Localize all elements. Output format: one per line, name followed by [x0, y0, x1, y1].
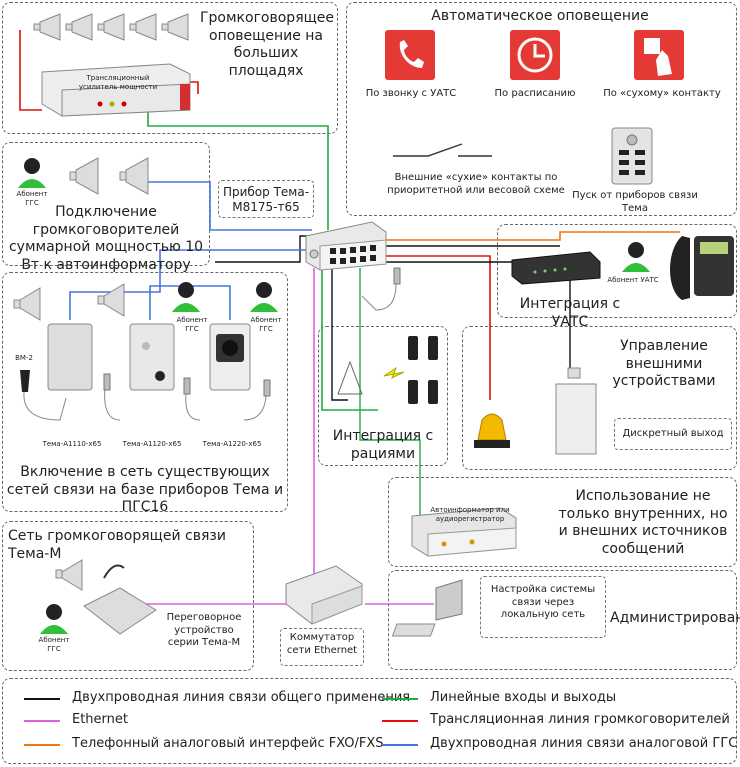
subscriber-label-1: Абонент ГГС: [16, 190, 48, 207]
switch-label-box: [280, 628, 364, 666]
ext-devices-title: Управление внешними устройствами: [612, 338, 716, 389]
tema-m-section: [2, 521, 254, 671]
pa-section: [2, 2, 338, 134]
loudspeakers-title: Подключение громкоговорителей суммарной …: [8, 204, 204, 273]
legend-line-1: [382, 698, 418, 700]
legend-label-1: Линейные входы и выходы: [430, 690, 617, 705]
switch-title: Коммутатор сети Ethernet: [286, 632, 358, 656]
radios-title: Интеграция с рациями: [332, 428, 434, 462]
device-title: Прибор Тема-М8175-т65: [222, 185, 310, 214]
uats-section: [497, 224, 737, 318]
legend-line-0: [24, 698, 60, 700]
amplifier-label: Трансляционный усилитель мощности: [78, 74, 158, 91]
sources-title: Использование не только внутренних, но и…: [558, 488, 728, 557]
pa-large-title: Громкоговорящее оповещение на больших пл…: [200, 10, 335, 79]
legend-label-5: Двухпроводная линия связи аналоговой ГГС: [430, 736, 738, 751]
console-label: Переговорное устройство серии Тема-М: [166, 612, 242, 648]
existing-sub2-label: Абонент ГГС: [250, 316, 282, 333]
existing-sub1-label: Абонент ГГС: [176, 316, 208, 333]
legend-line-2: [24, 720, 60, 722]
avatar-icons: [18, 158, 650, 634]
tema-m-title: Сеть громкоговорящей связи Тема-М: [8, 528, 226, 562]
uats-title: Интеграция с УАТС: [519, 296, 621, 330]
legend-line-5: [382, 744, 418, 746]
sources-section: [388, 477, 737, 567]
legend-label-2: Ethernet: [72, 712, 128, 727]
ext-devices-section: [462, 326, 737, 470]
lan-box: [480, 576, 606, 638]
admin-title: Администрирование: [610, 610, 740, 626]
legend-section: [2, 678, 737, 764]
discrete-output-label: Дискретный выход: [622, 428, 724, 439]
bm-label: ВМ-2: [15, 354, 33, 362]
tema-m-subscriber-label: Абонент ГГС: [38, 636, 70, 653]
auto-notify-section: [346, 2, 737, 216]
start-from-label: Пуск от приборов связи Тема: [572, 190, 698, 214]
legend-label-0: Двухпроводная линия связи общего примене…: [72, 690, 411, 705]
discrete-output-box: [614, 418, 732, 450]
by-dry-contact-label: По «сухому» контакту: [603, 88, 721, 99]
by-call-label: По звонку с УАТС: [365, 88, 457, 99]
device-label-box: [218, 180, 314, 218]
autoinformer-label: Автоинформатор или аудиорегистратор: [430, 506, 510, 523]
dev3-label: Тема-А1220-х65: [202, 440, 262, 448]
external-contacts-label: Внешние «сухие» контакты по приоритетной…: [387, 172, 565, 196]
legend-line-3: [382, 720, 418, 722]
auto-notify-title: Автоматическое оповещение: [431, 8, 649, 24]
dev1-label: Тема-А1110-х65: [42, 440, 102, 448]
legend-label-4: Телефонный аналоговый интерфейс FXO/FXS: [72, 736, 384, 751]
lan-label: Настройка системы связи через локальную …: [490, 584, 596, 620]
legend-line-4: [24, 744, 60, 746]
legend-label-3: Трансляционная линия громкоговорителей: [430, 712, 730, 727]
radios-section: [318, 326, 448, 466]
existing-section: [2, 272, 288, 512]
existing-title: Включение в сеть существующих сетей связ…: [6, 464, 284, 515]
admin-section: [388, 570, 737, 670]
by-schedule-label: По расписанию: [494, 88, 576, 99]
uats-subscriber-label: Абонент УАТС: [607, 276, 659, 284]
dev2-label: Тема-А1120-х65: [122, 440, 182, 448]
